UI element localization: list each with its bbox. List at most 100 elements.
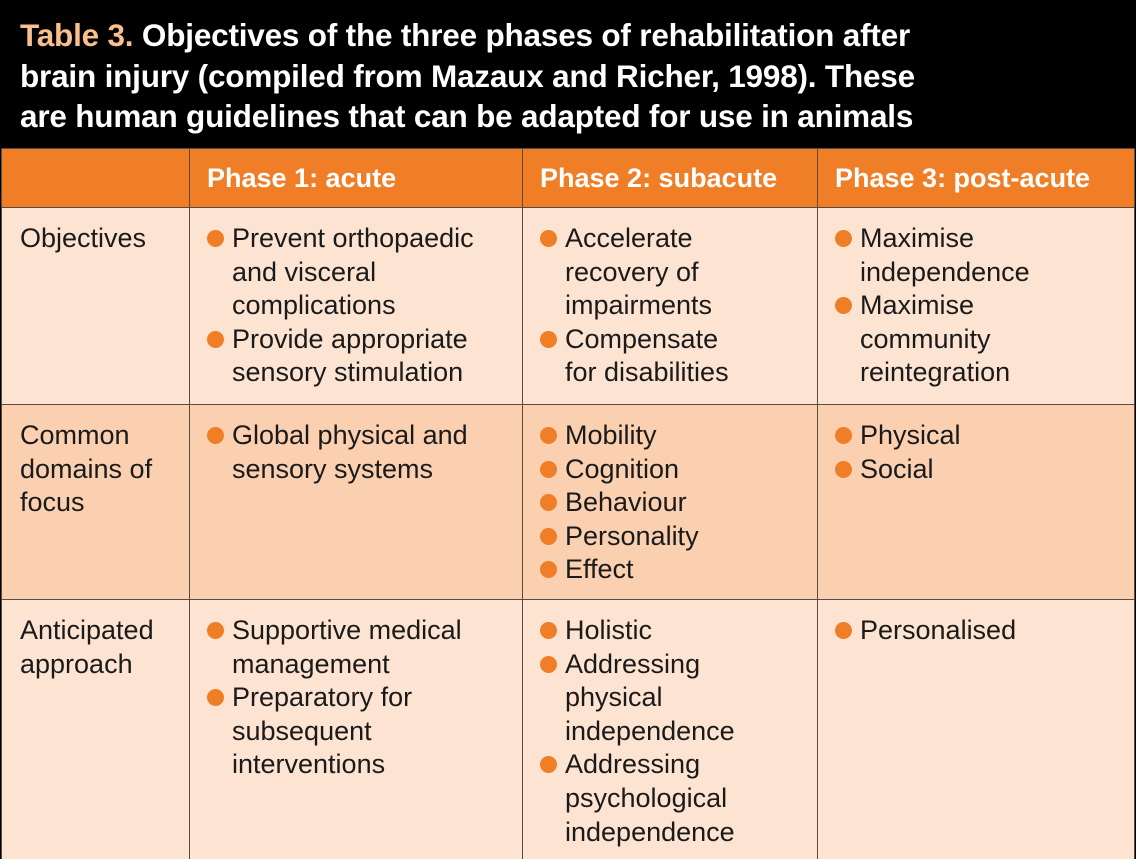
bullet-dot-icon xyxy=(207,622,224,639)
bullet-dot-icon xyxy=(835,622,852,639)
header-row: Phase 1: acute Phase 2: subacute Phase 3… xyxy=(1,148,1135,208)
bullet-item: Mobility xyxy=(540,419,809,453)
bullet-dot-icon xyxy=(207,330,224,348)
bullet-text-line: Personality xyxy=(565,520,699,551)
bullet-text-line: Maximise xyxy=(860,290,975,321)
bullet-dot-icon xyxy=(540,756,557,774)
table-caption: Table 3. Objectives of the three phases … xyxy=(0,0,1136,148)
bullet-dot-icon xyxy=(540,427,557,444)
bullet-text-line: management xyxy=(232,648,390,679)
bullet-dot-icon xyxy=(835,297,852,315)
bullet-dot-icon xyxy=(207,689,224,707)
bullet-dot-icon xyxy=(540,622,557,639)
bullet-text-line: Cognition xyxy=(565,453,680,484)
bullet-dot-icon xyxy=(835,460,852,478)
bullet-item: Cognition xyxy=(540,453,809,487)
bullet-text-line: Personalised xyxy=(860,615,1017,645)
table-cell-phase-3: Personalised xyxy=(817,599,1135,859)
bullet-text-line: Addressing xyxy=(565,648,701,679)
bullet-dot-icon xyxy=(835,230,852,247)
bullet-text-line: Compensate xyxy=(565,323,719,354)
bullet-text-line: independence xyxy=(860,256,1030,287)
caption-label: Table 3. xyxy=(20,17,134,53)
bullet-text-line: Mobility xyxy=(565,420,657,450)
bullet-text-line: subsequent xyxy=(232,715,372,746)
bullet-text-line: Addressing xyxy=(565,749,701,780)
bullet-text-line: Preparatory for xyxy=(232,682,413,713)
bullet-text-line: complications xyxy=(232,290,396,321)
bullet-dot-icon xyxy=(540,561,557,579)
caption-line: Objectives of the three phases of rehabi… xyxy=(141,17,911,53)
caption-line: brain injury (compiled from Mazaux and R… xyxy=(20,57,915,94)
bullet-item: Holistic xyxy=(540,614,809,648)
bullet-text-line: Maximise xyxy=(860,223,975,253)
bullet-text-line: Effect xyxy=(565,554,634,585)
bullet-text-line: psychological xyxy=(565,782,728,813)
bullet-text-line: physical xyxy=(565,682,663,713)
bullet-dot-icon xyxy=(540,460,557,478)
bullet-text-line: sensory systems xyxy=(232,453,434,484)
bullet-text-line: independence xyxy=(565,816,735,847)
bullet-dot-icon xyxy=(540,655,557,673)
header-cell-phase-3: Phase 3: post-acute xyxy=(817,148,1135,208)
bullet-text-line: independence xyxy=(565,715,735,746)
row-header-line: Common xyxy=(20,420,130,450)
row-header-cell: Objectives xyxy=(1,207,190,405)
bullet-text-line: Prevent orthopaedic xyxy=(232,223,474,253)
bullet-dot-icon xyxy=(540,494,557,512)
bullet-text-line: Holistic xyxy=(565,615,653,645)
bullet-text-line: Global physical and xyxy=(232,420,468,450)
row-header-line: Objectives xyxy=(20,223,147,253)
rehab-phases-table: Phase 1: acute Phase 2: subacute Phase 3… xyxy=(1,148,1135,859)
bullet-dot-icon xyxy=(207,427,224,444)
bullet-text-line: community xyxy=(860,323,991,354)
row-header-line: focus xyxy=(20,487,85,518)
row-header-line: Anticipated xyxy=(20,615,154,645)
bullet-text-line: sensory stimulation xyxy=(232,357,464,388)
header-cell-empty xyxy=(1,148,190,208)
bullet-text-line: Provide appropriate xyxy=(232,323,468,354)
bullet-text-line: and visceral xyxy=(232,256,377,287)
row-header-line: approach xyxy=(20,648,133,679)
bullet-text-line: Supportive medical xyxy=(232,615,462,645)
bullet-text-line: Social xyxy=(860,453,934,484)
bullet-text-line: Behaviour xyxy=(565,487,687,518)
bullet-item: Social xyxy=(835,453,1126,487)
bullet-text-line: Accelerate xyxy=(565,223,693,253)
bullet-text-line: for disabilities xyxy=(565,357,729,388)
bullet-text-line: recovery of xyxy=(565,256,699,287)
bullet-dot-icon xyxy=(540,527,557,545)
bullet-text-line: Physical xyxy=(860,420,961,450)
bullet-item: Effect xyxy=(540,553,809,587)
bullet-text-line: reintegration xyxy=(860,357,1011,388)
bullet-dot-icon xyxy=(540,230,557,247)
bullet-list: Personalised xyxy=(835,614,1126,648)
